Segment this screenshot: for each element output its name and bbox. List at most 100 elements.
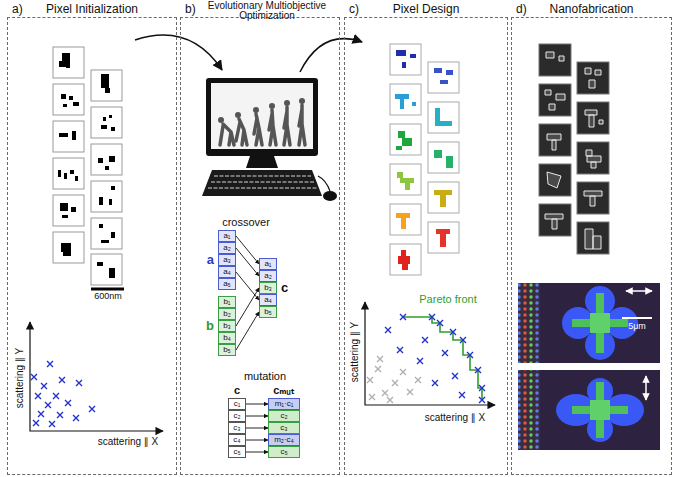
sem-image: [584, 191, 602, 206]
sem-image: [577, 62, 609, 94]
pixel-thumbnail: [58, 170, 78, 181]
gene-text: c₃: [229, 423, 245, 433]
pixel-thumbnail: [91, 218, 122, 249]
array-label: b: [206, 319, 214, 333]
panel-letter: c): [349, 3, 359, 16]
scatter-plot: [31, 374, 37, 380]
gene-cell: m₂·c₄: [268, 434, 300, 446]
pixel-thumbnail: [59, 131, 76, 140]
connector-line: [246, 452, 268, 453]
microscope-image: [540, 370, 660, 450]
pixel-thumbnail: [53, 195, 84, 226]
scatter-plot: [33, 420, 39, 426]
connector-line: [236, 288, 259, 326]
pareto-plot: [365, 302, 495, 405]
connector-line: [246, 404, 268, 405]
designed-pixel: [428, 62, 459, 93]
gene-cell: c₅: [268, 446, 300, 458]
pareto-plot: [429, 314, 435, 320]
connector-line: [236, 312, 259, 350]
scatter-plot: [31, 361, 95, 427]
sem-image: [577, 102, 609, 134]
sem-image: [585, 229, 601, 249]
pixel-thumbnail: [53, 158, 84, 189]
gene-cell: b₅: [218, 344, 236, 356]
gene-text: a₂: [219, 243, 235, 253]
sem-image: [586, 150, 601, 168]
sem-image: [539, 44, 571, 76]
designed-pixel: [436, 229, 450, 247]
computer-illustration: [323, 191, 337, 201]
figure-panel: a)Pixel Initialization: [7, 17, 177, 475]
gene-array: bb₁b₂b₃b₄b₅: [218, 296, 236, 356]
gene-cell: a₂: [259, 270, 277, 282]
scatter-plot: [41, 383, 47, 389]
designed-pixel: [390, 84, 421, 115]
scatter-plot: [76, 380, 82, 386]
pixel-thumbnail: [60, 203, 76, 218]
pixel-thumbnail: [53, 121, 84, 152]
figure-panel: d)Nanofabrication: [511, 17, 672, 475]
designed-pixel: [396, 213, 410, 229]
gene-text: c₃: [269, 423, 299, 433]
gene-array: cₘᵤₜm₁·c₁c₂c₃m₂·c₄c₅: [268, 398, 300, 458]
computer-illustration: [214, 175, 311, 177]
designed-pixel: [390, 84, 421, 115]
computer-illustration: [220, 105, 305, 145]
sem-image: [577, 182, 609, 214]
microscope-image: [645, 376, 647, 400]
array-label: c: [222, 383, 252, 397]
gene-cell: a₁: [218, 230, 236, 242]
gene-cell: m₁·c₁: [268, 398, 300, 410]
designed-pixel: [428, 222, 459, 253]
gene-cell: b₁: [218, 296, 236, 308]
pixel-thumbnail: [59, 53, 70, 68]
scatter-plot: [65, 400, 71, 406]
gene-text: c₅: [269, 447, 299, 457]
pixel-thumbnail: [53, 232, 84, 263]
pareto-plot: [479, 397, 485, 403]
sem-image: [539, 164, 571, 196]
sem-image: [585, 68, 601, 88]
designed-pixel: [428, 102, 459, 133]
microscope-image: [518, 283, 660, 450]
figure-panel: b)Evolutionary Multiobjective Optimizati…: [180, 17, 340, 475]
gene-text: b₃: [260, 283, 276, 293]
sem-image: [545, 214, 563, 229]
designed-pixel: [390, 124, 421, 155]
pixel-thumbnail: [91, 181, 122, 212]
microscope-image: [572, 293, 628, 353]
text-label: mutation: [244, 370, 286, 382]
pixel-thumbnail: [53, 84, 84, 115]
sem-image: [539, 204, 571, 236]
scatter-plot: [89, 406, 95, 412]
designed-pixel: [390, 164, 421, 195]
pixel-thumbnail: [101, 115, 115, 131]
connector-line: [236, 236, 259, 264]
pareto-plot: [400, 314, 406, 320]
computer-illustration: [235, 112, 241, 118]
gene-cell: c₂: [228, 410, 246, 422]
pixel-thumbnail: [53, 195, 84, 226]
text-label: scattering ∥ X: [425, 412, 486, 423]
scatter-plot: [30, 322, 163, 431]
pareto-plot: [407, 389, 413, 395]
array-label: cₘᵤₜ: [262, 383, 306, 397]
designed-pixel: [398, 250, 410, 270]
computer-illustration: [318, 176, 330, 191]
microscope-image: [590, 313, 610, 333]
computer-illustration: [208, 187, 317, 189]
gene-text: m₁·c₁: [269, 399, 299, 409]
designed-pixel: [390, 164, 421, 195]
pixel-thumbnail: [53, 47, 84, 78]
gene-text: m₂·c₄: [269, 435, 299, 445]
connector-line: [236, 248, 259, 276]
gene-cell: c₂: [268, 410, 300, 422]
computer-illustration: [269, 110, 276, 145]
designed-pixel: [428, 182, 459, 213]
pixel-thumbnail: [97, 262, 115, 278]
gene-cell: b₃: [218, 320, 236, 332]
pixel-thumbnail: [99, 224, 115, 243]
pareto-plot: [382, 390, 388, 396]
